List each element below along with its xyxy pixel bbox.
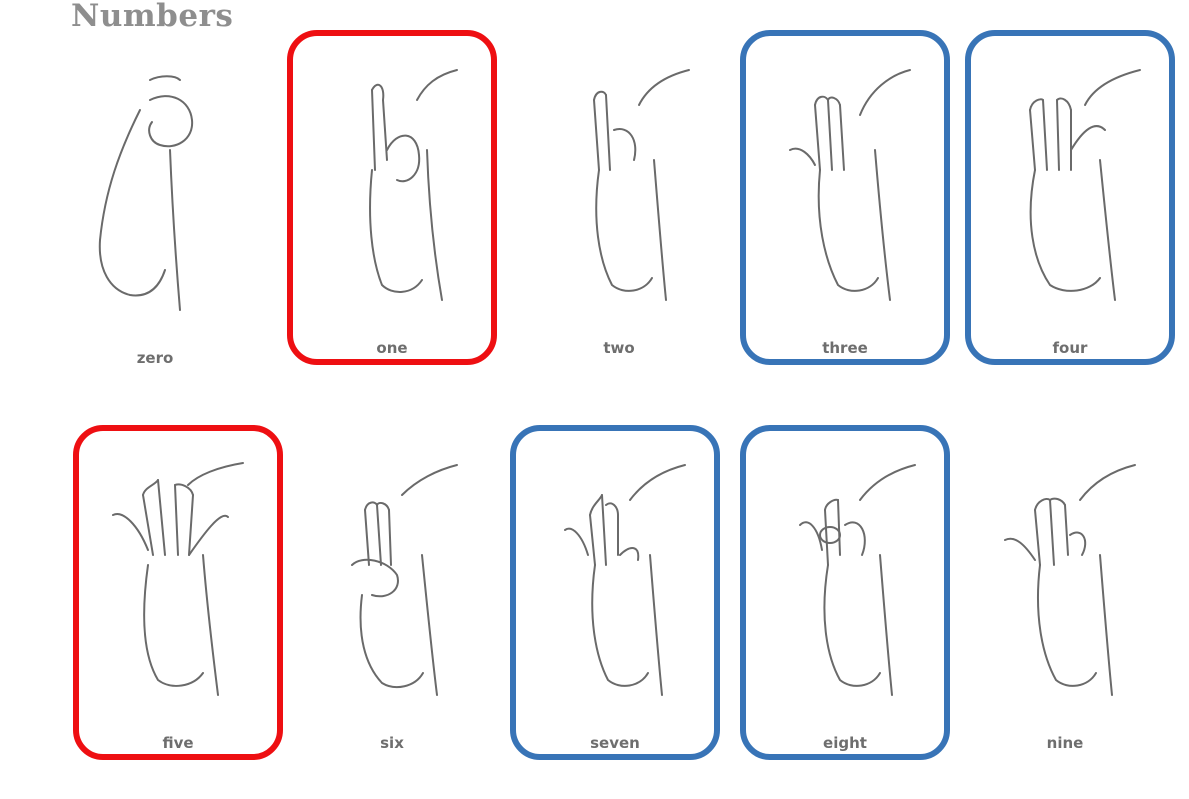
hand-sign-zero-icon [98,75,194,311]
sign-label-zero: zero [136,349,174,367]
page-title: Numbers [71,0,234,34]
sign-label-nine: nine [1046,734,1084,752]
sign-label-four: four [1052,339,1088,357]
sign-label-six: six [380,734,404,752]
hand-sign-three-icon [789,69,911,301]
sign-card-three: three [740,30,950,365]
sign-label-three: three [822,339,868,357]
hand-sign-six-icon [351,464,458,696]
sign-card-four: four [965,30,1175,365]
hand-sign-five-icon [112,462,244,696]
sign-card-one: one [287,30,497,365]
sign-card-zero: zero [50,40,260,375]
hand-sign-eight-icon [799,464,916,696]
sign-label-eight: eight [823,734,867,752]
hand-sign-one-icon [369,69,458,301]
sign-card-eight: eight [740,425,950,760]
sign-label-one: one [376,339,408,357]
sign-card-two: two [514,30,724,365]
sign-card-seven: seven [510,425,720,760]
sign-label-five: five [162,734,194,752]
hand-sign-four-icon [1029,69,1141,301]
hand-sign-seven-icon [564,464,686,696]
sign-card-nine: nine [960,425,1170,760]
sign-card-six: six [287,425,497,760]
sign-label-seven: seven [590,734,640,752]
hand-sign-nine-icon [1004,464,1136,696]
hand-sign-two-icon [593,69,690,301]
sign-label-two: two [603,339,635,357]
sign-card-five: five [73,425,283,760]
